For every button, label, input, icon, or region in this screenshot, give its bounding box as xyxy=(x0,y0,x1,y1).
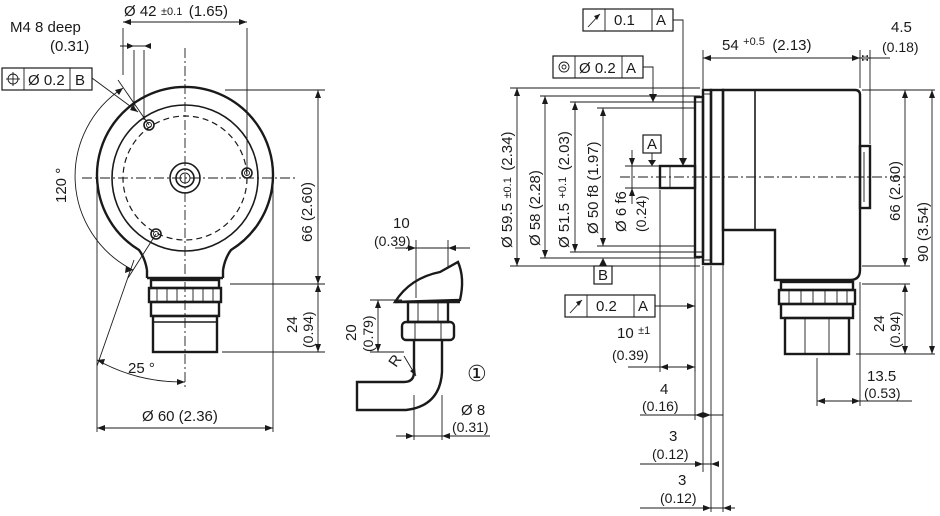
label-width-4-inch: (0.16) xyxy=(642,398,679,414)
label-width-4-5: 4.5 xyxy=(891,19,912,36)
label-d6-inch: (0.24) xyxy=(633,195,649,232)
front-threaded-holes xyxy=(143,119,253,240)
front-connector xyxy=(147,278,223,354)
side-view: A B 0.1 A Ø 0.2 A xyxy=(498,8,935,512)
label-height-66: 66 (2.60) xyxy=(299,182,316,242)
label-height-66-side: 66 (2.60) xyxy=(887,161,904,221)
label-bolt-circle-tol: ±0.1 xyxy=(161,6,182,18)
label-d515: Ø 51.5 +0.1 (2.03) xyxy=(553,131,573,248)
label-height-90: 90 (3.54) xyxy=(915,202,932,262)
datum-a-label: A xyxy=(647,136,657,153)
label-bolt-circle-inch: (1.65) xyxy=(189,3,228,20)
label-angle-120: 120 ° xyxy=(53,168,70,203)
label-gland-10-inch: (0.39) xyxy=(374,233,411,249)
label-width-3b: 3 xyxy=(678,472,686,489)
front-shaft-middle xyxy=(175,168,195,188)
gland-body xyxy=(400,320,456,342)
gland-cap xyxy=(392,260,464,304)
label-d6: Ø 6 f6 xyxy=(613,191,630,232)
label-height-24-side: 24 xyxy=(871,315,888,332)
label-width-10: 10 ±1 xyxy=(617,325,650,342)
label-d595-inch: (2.34) xyxy=(499,132,516,171)
datum-b-label: B xyxy=(598,267,608,284)
label-angle-25: 25 ° xyxy=(128,360,155,377)
fcf-position-value: Ø 0.2 xyxy=(28,72,65,89)
front-view: Ø 0.2 B M4 8 deep (0.31) Ø 42 ±0.1 (1.65… xyxy=(1,2,325,432)
label-length-54-value: 54 xyxy=(722,37,739,54)
front-housing-outline xyxy=(95,85,275,271)
label-bolt-circle: Ø 42 ±0.1 (1.65) xyxy=(124,2,228,20)
label-height-24: 24 xyxy=(284,316,301,333)
leader-120-top xyxy=(117,79,150,126)
arc-120 xyxy=(74,87,134,271)
label-cable-8: Ø 8 xyxy=(461,402,485,419)
label-height-24-inch: (0.94) xyxy=(300,311,316,348)
label-thread: M4 8 deep xyxy=(10,19,81,36)
fcf-concentricity-value: Ø 0.2 xyxy=(579,60,616,77)
side-shaft xyxy=(658,164,697,190)
label-height-24-side-inch: (0.94) xyxy=(887,311,903,348)
leader-25 xyxy=(96,259,135,367)
label-d515-tol: +0.1 xyxy=(557,177,569,199)
fcf-position-datum: B xyxy=(75,72,85,89)
cable-bend xyxy=(355,340,444,412)
label-width-10-inch: (0.39) xyxy=(612,347,649,363)
label-width-4-5-inch: (0.18) xyxy=(882,39,919,55)
label-callout-1: ① xyxy=(467,361,487,386)
side-connector xyxy=(777,280,857,356)
label-thread-inch: (0.31) xyxy=(50,38,89,55)
label-width-10-tol: ±1 xyxy=(638,325,650,337)
front-flange-circle xyxy=(111,104,259,252)
label-gland-20-inch: (0.79) xyxy=(360,315,376,352)
fcf-concentricity: Ø 0.2 A xyxy=(552,55,657,102)
fcf-runout-top: 0.1 A xyxy=(582,8,687,166)
leader-120-bottom xyxy=(127,233,157,279)
label-width-3b-inch: (0.12) xyxy=(660,490,697,506)
cable-gland-view: 10 (0.39) 20 (0.79) R ① Ø 8 (0.31) xyxy=(343,215,490,440)
label-bolt-circle-dia: Ø 42 xyxy=(124,3,157,20)
label-length-54-inch: (2.13) xyxy=(772,37,811,54)
gland-nut xyxy=(406,300,450,324)
label-width-60: Ø 60 (2.36) xyxy=(142,408,218,425)
fcf-runout-bottom-value: 0.2 xyxy=(596,298,617,315)
label-width-3a: 3 xyxy=(669,428,677,445)
side-cable-clip xyxy=(858,144,872,210)
fcf-concentricity-datum: A xyxy=(626,60,636,77)
label-d50: Ø 50 f8 (1.97) xyxy=(585,141,602,234)
front-shaft-inner xyxy=(179,172,191,184)
label-d595-tol: ±0.1 xyxy=(502,177,514,198)
label-d515-inch: (2.03) xyxy=(556,131,573,170)
label-gland-20: 20 xyxy=(343,324,360,341)
label-d58: Ø 58 (2.28) xyxy=(527,170,544,246)
label-width-10-value: 10 xyxy=(617,325,634,342)
fcf-runout-top-datum: A xyxy=(656,12,666,29)
label-width-4: 4 xyxy=(660,381,668,398)
side-housing xyxy=(721,88,862,282)
label-radius: R xyxy=(385,352,405,371)
label-cable-8-inch: (0.31) xyxy=(452,419,489,435)
front-shaft-outer xyxy=(169,162,201,194)
fcf-runout-bottom: 0.2 A xyxy=(564,294,695,318)
label-length-54: 54 +0.5 (2.13) xyxy=(722,32,812,54)
fcf-runout-top-value: 0.1 xyxy=(614,12,635,29)
label-d595-value: Ø 59.5 xyxy=(499,203,516,248)
label-length-54-tol: +0.5 xyxy=(743,36,765,48)
label-d595: Ø 59.5 ±0.1 (2.34) xyxy=(498,132,516,248)
label-width-3a-inch: (0.12) xyxy=(652,446,689,462)
fcf-position: Ø 0.2 B xyxy=(1,67,93,91)
label-width-13-5: 13.5 xyxy=(867,368,896,385)
arc-25 xyxy=(96,359,186,383)
label-gland-10: 10 xyxy=(393,215,410,232)
leader-position xyxy=(91,77,139,113)
fcf-runout-bottom-datum: A xyxy=(638,298,648,315)
label-width-13-5-inch: (0.53) xyxy=(864,385,901,401)
label-d515-value: Ø 51.5 xyxy=(556,203,573,248)
